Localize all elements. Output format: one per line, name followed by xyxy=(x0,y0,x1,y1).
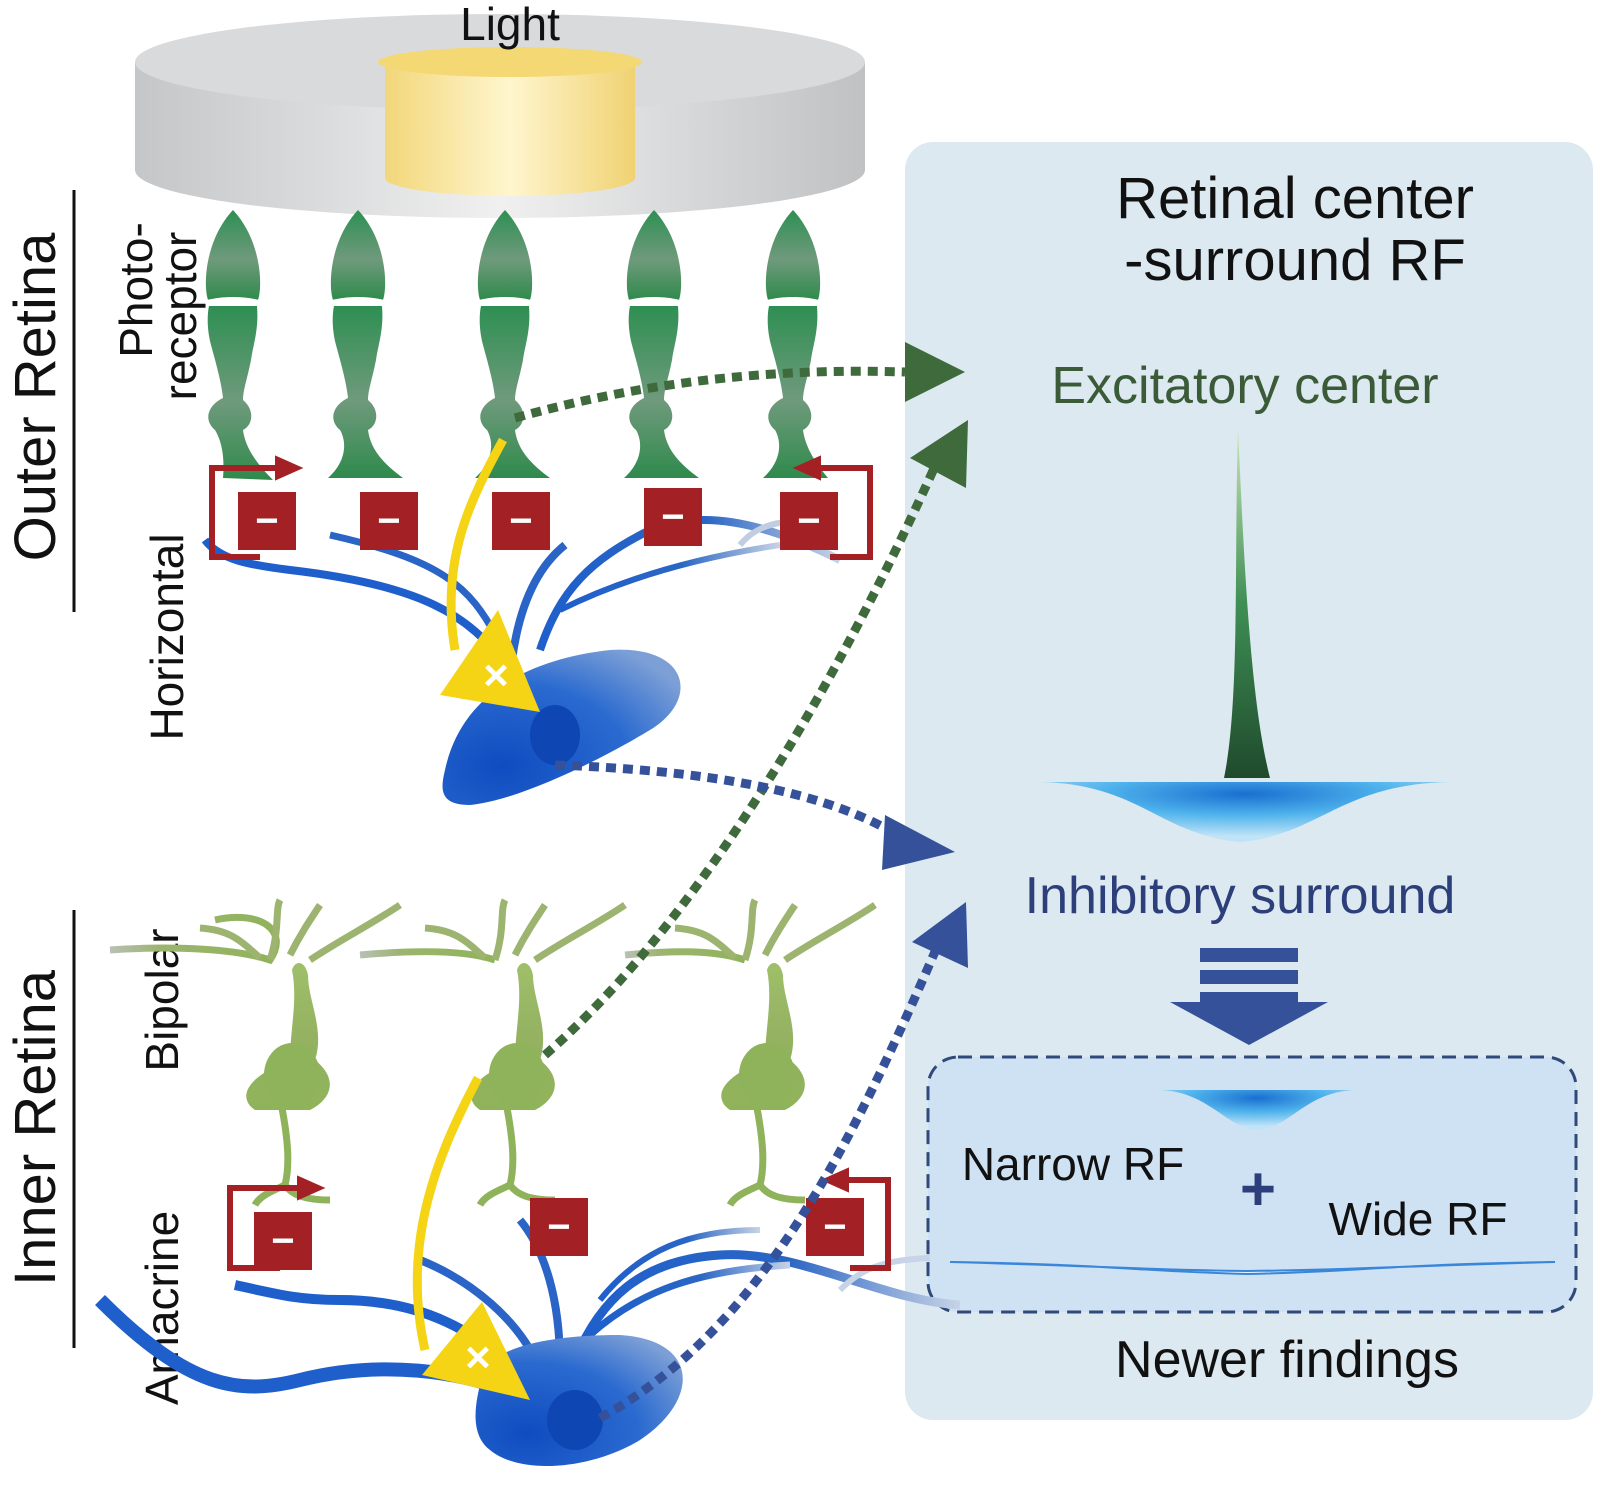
horizontal-cell xyxy=(201,516,842,805)
amacrine-to-surround-arrow xyxy=(597,938,945,1422)
outer-minus-1: − xyxy=(238,492,296,550)
photoreceptor-to-center-arrow xyxy=(513,366,906,423)
outer-yellow-arrow: × xyxy=(440,437,540,712)
svg-text:−: − xyxy=(797,499,820,543)
svg-text:−: − xyxy=(823,1205,846,1249)
photoreceptors xyxy=(205,210,828,480)
inhibitory-surround-label: Inhibitory surround xyxy=(1025,867,1456,925)
inner-yellow-arrow: × xyxy=(412,1075,530,1400)
panel-title-line1: Retinal center xyxy=(1116,166,1474,231)
svg-text:−: − xyxy=(661,495,684,539)
classical-rf-profile xyxy=(1040,428,1450,842)
svg-text:×: × xyxy=(483,651,509,700)
horizontal-to-surround-arrow xyxy=(554,760,908,844)
bipolar-label: Bipolar xyxy=(136,928,188,1071)
outer-feedback-brackets xyxy=(209,455,873,560)
horizontal-label: Horizontal xyxy=(141,533,193,740)
photoreceptor-5 xyxy=(763,210,828,478)
panel-title-line2: -surround RF xyxy=(1124,228,1466,293)
svg-text:−: − xyxy=(509,499,532,543)
photoreceptor-3 xyxy=(475,210,550,478)
outer-minus-2: − xyxy=(360,492,418,550)
light-label: Light xyxy=(460,0,560,50)
inner-retina-label: Inner Retina xyxy=(3,969,68,1286)
bipolar-cell-1 xyxy=(109,898,402,1207)
bipolar-cell-3 xyxy=(624,898,877,1207)
outer-retina-label: Outer Retina xyxy=(3,232,68,562)
narrow-rf-label: Narrow RF xyxy=(962,1138,1184,1190)
bipolar-cell-2 xyxy=(359,898,627,1207)
inner-minus-3: − xyxy=(806,1198,864,1256)
narrow-rf-profile xyxy=(1160,1090,1355,1130)
inner-inhibition-boxes: − − − xyxy=(254,1198,864,1270)
inner-minus-1: − xyxy=(254,1212,312,1270)
newer-findings-box xyxy=(926,1055,1578,1314)
outer-minus-3: − xyxy=(492,492,550,550)
svg-text:−: − xyxy=(271,1219,294,1263)
outer-minus-4: − xyxy=(644,488,702,546)
svg-text:−: − xyxy=(255,499,278,543)
outer-minus-5: − xyxy=(780,492,838,550)
light-disc: Light xyxy=(135,0,865,218)
inner-minus-2: − xyxy=(530,1198,588,1256)
wide-rf-profile xyxy=(949,1261,1556,1276)
photoreceptor-4 xyxy=(624,210,699,478)
photoreceptor-label-line1: Photo- xyxy=(110,222,162,358)
wide-rf-label: Wide RF xyxy=(1329,1193,1508,1245)
amacrine-label: Amacrine xyxy=(136,1211,188,1405)
bipolar-cells xyxy=(109,898,877,1207)
plus-sign: + xyxy=(1240,1155,1276,1224)
outer-inhibition-boxes: − − − − − xyxy=(238,488,838,550)
implication-arrow xyxy=(1170,948,1328,1045)
photoreceptor-label-line2: receptor xyxy=(154,232,206,401)
svg-text:−: − xyxy=(547,1205,570,1249)
svg-text:×: × xyxy=(465,1333,491,1382)
svg-text:−: − xyxy=(377,499,400,543)
photoreceptor-1 xyxy=(205,210,273,480)
newer-findings-label: Newer findings xyxy=(1115,1331,1459,1389)
excitatory-center-label: Excitatory center xyxy=(1051,357,1438,415)
photoreceptor-2 xyxy=(328,210,403,478)
inhibitory-connectors xyxy=(554,760,968,1422)
